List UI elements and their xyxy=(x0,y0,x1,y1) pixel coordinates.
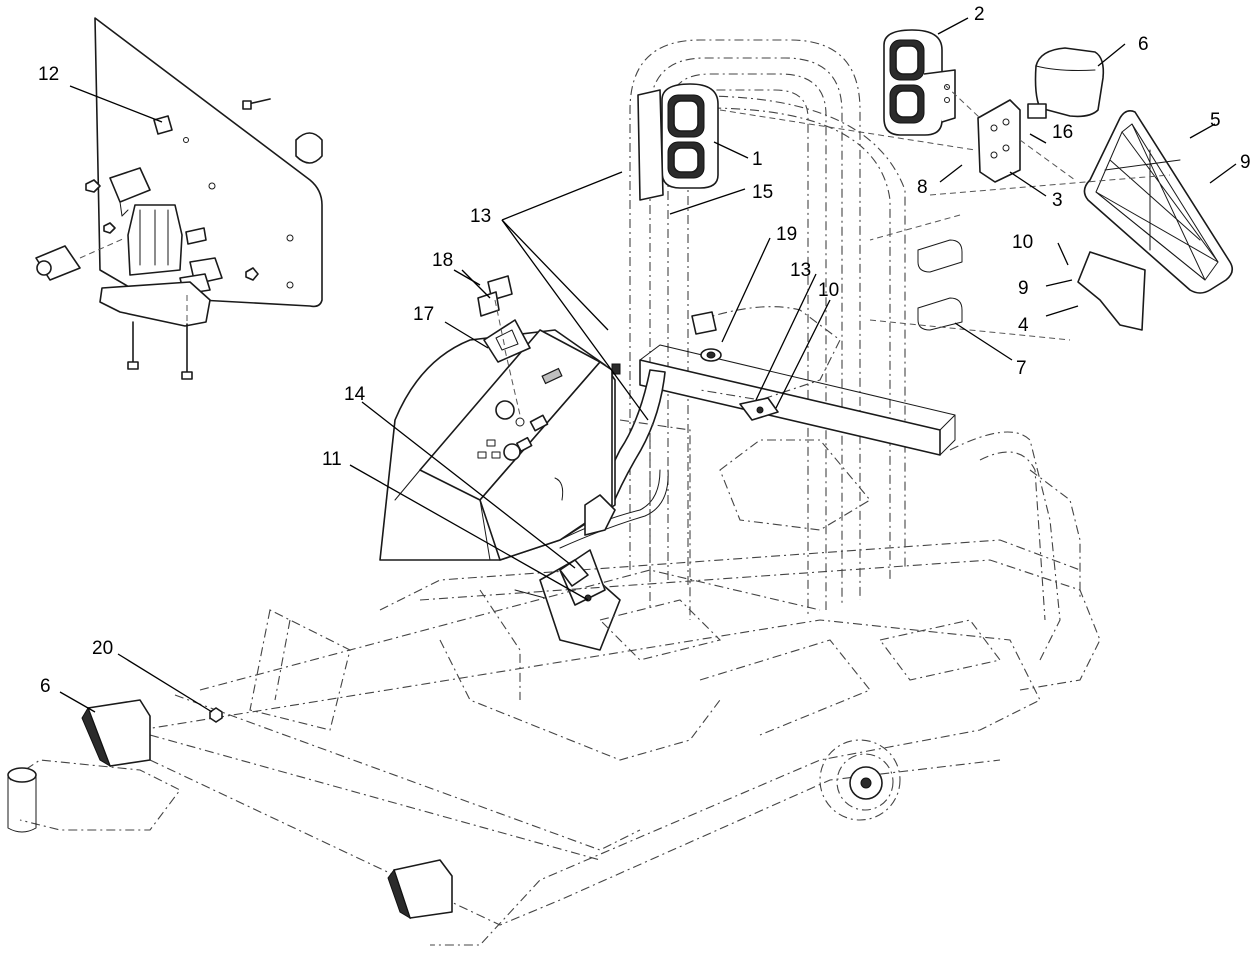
work-light-front-center xyxy=(387,859,453,920)
cross-beam xyxy=(639,344,956,456)
callout-5: 5 xyxy=(1210,110,1221,131)
callout-7: 7 xyxy=(1016,358,1027,379)
control-console xyxy=(379,329,621,561)
fuse-panel-assembly xyxy=(35,17,323,380)
callout-18: 18 xyxy=(432,250,453,271)
light-bracket-3 xyxy=(977,99,1021,183)
callout-3: 3 xyxy=(1052,190,1063,211)
callout-1: 1 xyxy=(752,149,763,170)
callout-9-top: 9 xyxy=(1240,152,1251,173)
callout-15: 15 xyxy=(752,182,773,203)
callout-10-bracket: 10 xyxy=(1012,232,1033,253)
callout-10-clamp: 10 xyxy=(818,280,839,301)
callout-6-front: 6 xyxy=(40,676,51,697)
work-light-6-front xyxy=(81,699,151,768)
callout-8: 8 xyxy=(917,177,928,198)
callout-13-clamp: 13 xyxy=(790,260,811,281)
u-bolts-7 xyxy=(917,239,963,331)
wheel-motor xyxy=(819,739,901,821)
callout-17: 17 xyxy=(413,304,434,325)
callout-16: 16 xyxy=(1052,122,1073,143)
callout-6-rear: 6 xyxy=(1138,34,1149,55)
callout-13-main: 13 xyxy=(470,206,491,227)
callout-9-bracket: 9 xyxy=(1018,278,1029,299)
front-light-mount xyxy=(7,759,181,833)
nut-20 xyxy=(209,707,223,723)
callout-14: 14 xyxy=(344,384,366,405)
leader-lines xyxy=(59,17,1237,713)
callout-2: 2 xyxy=(974,4,985,25)
work-light-6 xyxy=(1027,47,1105,119)
callout-19: 19 xyxy=(776,224,797,245)
light-assembly-1 xyxy=(637,83,719,201)
callout-4: 4 xyxy=(1018,315,1029,336)
harness-clamp-13 xyxy=(739,397,779,421)
callout-11: 11 xyxy=(322,449,342,470)
light-assembly-2 xyxy=(883,29,956,136)
switch-bezel-17 xyxy=(483,319,531,363)
callout-labels: 1 2 3 4 5 6 6 7 8 9 9 10 10 11 12 13 13 … xyxy=(38,4,1251,697)
callout-12: 12 xyxy=(38,64,59,85)
switch-19 xyxy=(691,311,722,362)
main-frame xyxy=(139,306,1101,946)
callout-20: 20 xyxy=(92,638,113,659)
reflector-5 xyxy=(1083,110,1234,294)
switches-18 xyxy=(477,275,513,317)
explode-lines xyxy=(186,84,1171,416)
reflector-bracket-4 xyxy=(1077,251,1146,331)
